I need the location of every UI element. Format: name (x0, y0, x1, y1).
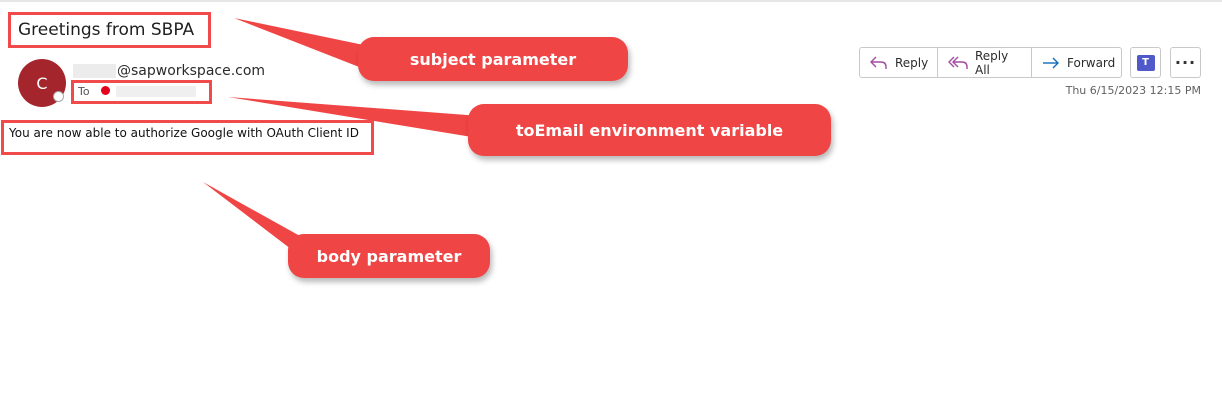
teams-share-button[interactable]: T (1130, 47, 1161, 78)
to-callout: toEmail environment variable (468, 104, 831, 156)
forward-label: Forward (1067, 55, 1116, 70)
sender-initial: C (36, 73, 48, 93)
to-callout-tail (228, 97, 480, 138)
email-body: You are now able to authorize Google wit… (9, 126, 359, 140)
subject-callout-tail (234, 18, 378, 72)
email-timestamp: Thu 6/15/2023 12:15 PM (1065, 84, 1201, 97)
sender-address[interactable]: @sapworkspace.com (117, 63, 266, 79)
top-border (0, 0, 1222, 2)
subject-highlight (8, 12, 211, 48)
subject-callout: subject parameter (358, 37, 628, 81)
body-highlight (1, 120, 374, 155)
more-icon: ··· (1174, 53, 1197, 72)
body-callout: body parameter (288, 234, 490, 278)
sender-name-redacted (73, 64, 116, 78)
forward-button[interactable]: Forward (1032, 48, 1121, 77)
recipient-redacted[interactable] (116, 86, 196, 97)
teams-icon: T (1136, 54, 1155, 71)
reply-label: Reply (895, 55, 929, 70)
to-highlight (71, 80, 212, 104)
presence-status-icon (53, 91, 64, 102)
forward-icon (1042, 56, 1060, 70)
email-subject: Greetings from SBPA (18, 20, 195, 40)
reply-all-button[interactable]: Reply All (938, 48, 1032, 77)
reply-all-icon (948, 56, 968, 70)
more-actions-button[interactable]: ··· (1170, 47, 1201, 78)
message-actions-group: Reply Reply All Forward (859, 47, 1122, 78)
reply-button[interactable]: Reply (860, 48, 938, 77)
reply-icon (870, 56, 888, 70)
body-callout-tail (203, 182, 308, 262)
reply-all-label: Reply All (975, 48, 1009, 77)
to-label: To (78, 85, 90, 98)
recipient-status-icon (101, 86, 110, 95)
